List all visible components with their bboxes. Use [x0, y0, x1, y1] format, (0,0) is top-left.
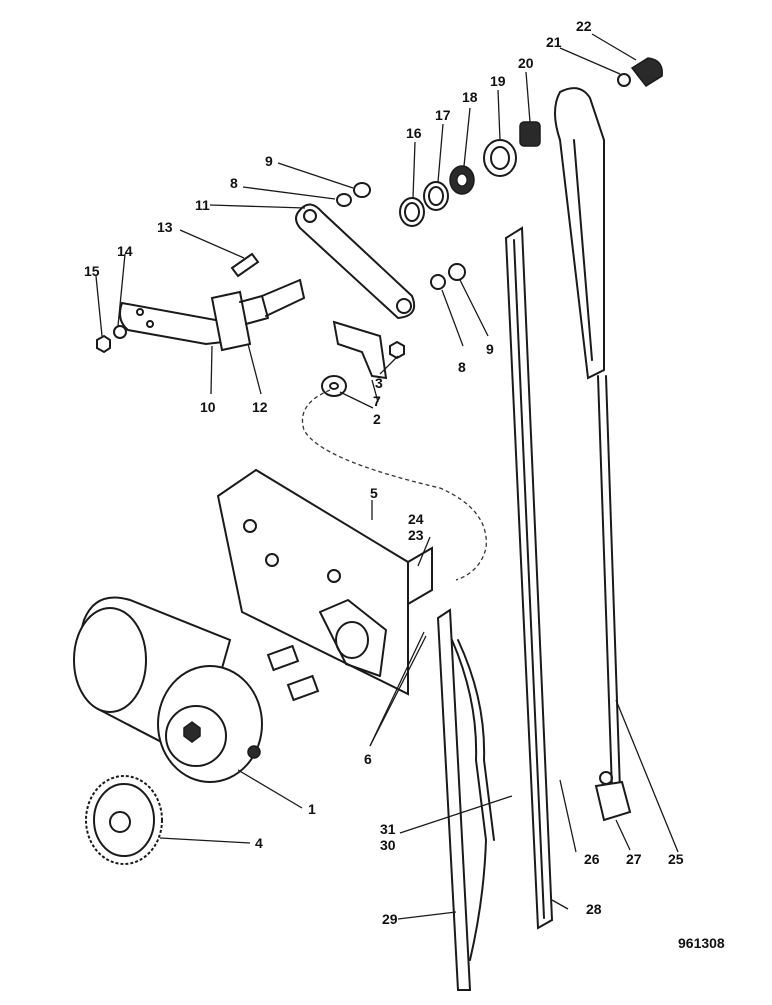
washer-8-upper [336, 193, 352, 207]
bracket-7 [332, 320, 388, 380]
callout-19: 19 [490, 73, 506, 89]
callout-7: 7 [373, 393, 381, 409]
callout-10: 10 [200, 399, 216, 415]
stud-pin [230, 252, 260, 278]
callout-12: 12 [252, 399, 268, 415]
callout-17: 17 [435, 107, 451, 123]
callout-9-upper: 9 [265, 153, 273, 169]
callout-11: 11 [195, 197, 210, 213]
callout-15: 15 [84, 263, 100, 279]
nut-15 [96, 334, 111, 354]
bezel-19 [483, 139, 517, 177]
washer-21 [617, 73, 631, 87]
callout-28: 28 [586, 901, 602, 917]
callout-29: 29 [382, 911, 398, 927]
washer-8-lower [430, 274, 446, 290]
ring-16 [399, 197, 425, 227]
callout-3: 3 [375, 375, 383, 391]
callout-1: 1 [308, 801, 316, 817]
callout-18: 18 [462, 89, 478, 105]
callout-5: 5 [370, 485, 378, 501]
callout-23: 23 [408, 527, 424, 543]
wiper-blade-short [436, 608, 495, 991]
washer-14 [113, 325, 127, 339]
leader-lines [95, 33, 679, 920]
callout-labels: 1 2 3 4 5 6 7 8 9 10 11 12 13 14 15 16 1… [84, 18, 725, 951]
callout-14: 14 [117, 243, 133, 259]
wiper-motor [73, 596, 320, 783]
callout-9-lower: 9 [486, 341, 494, 357]
callout-2: 2 [373, 411, 381, 427]
callout-16: 16 [406, 125, 422, 141]
linkage-assembly [96, 57, 663, 397]
callout-21: 21 [546, 34, 562, 50]
callout-8-lower: 8 [458, 359, 466, 375]
gear-wheel [85, 775, 163, 865]
ring-17 [423, 181, 449, 211]
nut-3 [389, 340, 405, 360]
callout-24: 24 [408, 511, 424, 527]
callout-22: 22 [576, 18, 592, 34]
motor-bracket [216, 468, 433, 696]
link-arm [295, 203, 416, 320]
callout-30: 30 [380, 837, 396, 853]
cap-nut-22 [630, 57, 663, 87]
wiper-arm [554, 87, 632, 822]
drawing-number: 961308 [678, 935, 725, 951]
harness-dashed-line [301, 389, 487, 581]
callout-26: 26 [584, 851, 600, 867]
callout-13: 13 [157, 219, 173, 235]
callout-31: 31 [380, 821, 396, 837]
callout-25: 25 [668, 851, 684, 867]
washer-9-lower [448, 263, 466, 281]
wiper-blade-long [504, 226, 554, 930]
washer-2 [321, 375, 347, 397]
spindle-housing [210, 290, 252, 352]
callout-6: 6 [364, 751, 372, 767]
callout-4: 4 [255, 835, 263, 851]
spline-adaptor-20 [519, 121, 541, 147]
callout-8-upper: 8 [230, 175, 238, 191]
washer-9-upper [353, 182, 371, 198]
callout-20: 20 [518, 55, 534, 71]
callout-27: 27 [626, 851, 642, 867]
